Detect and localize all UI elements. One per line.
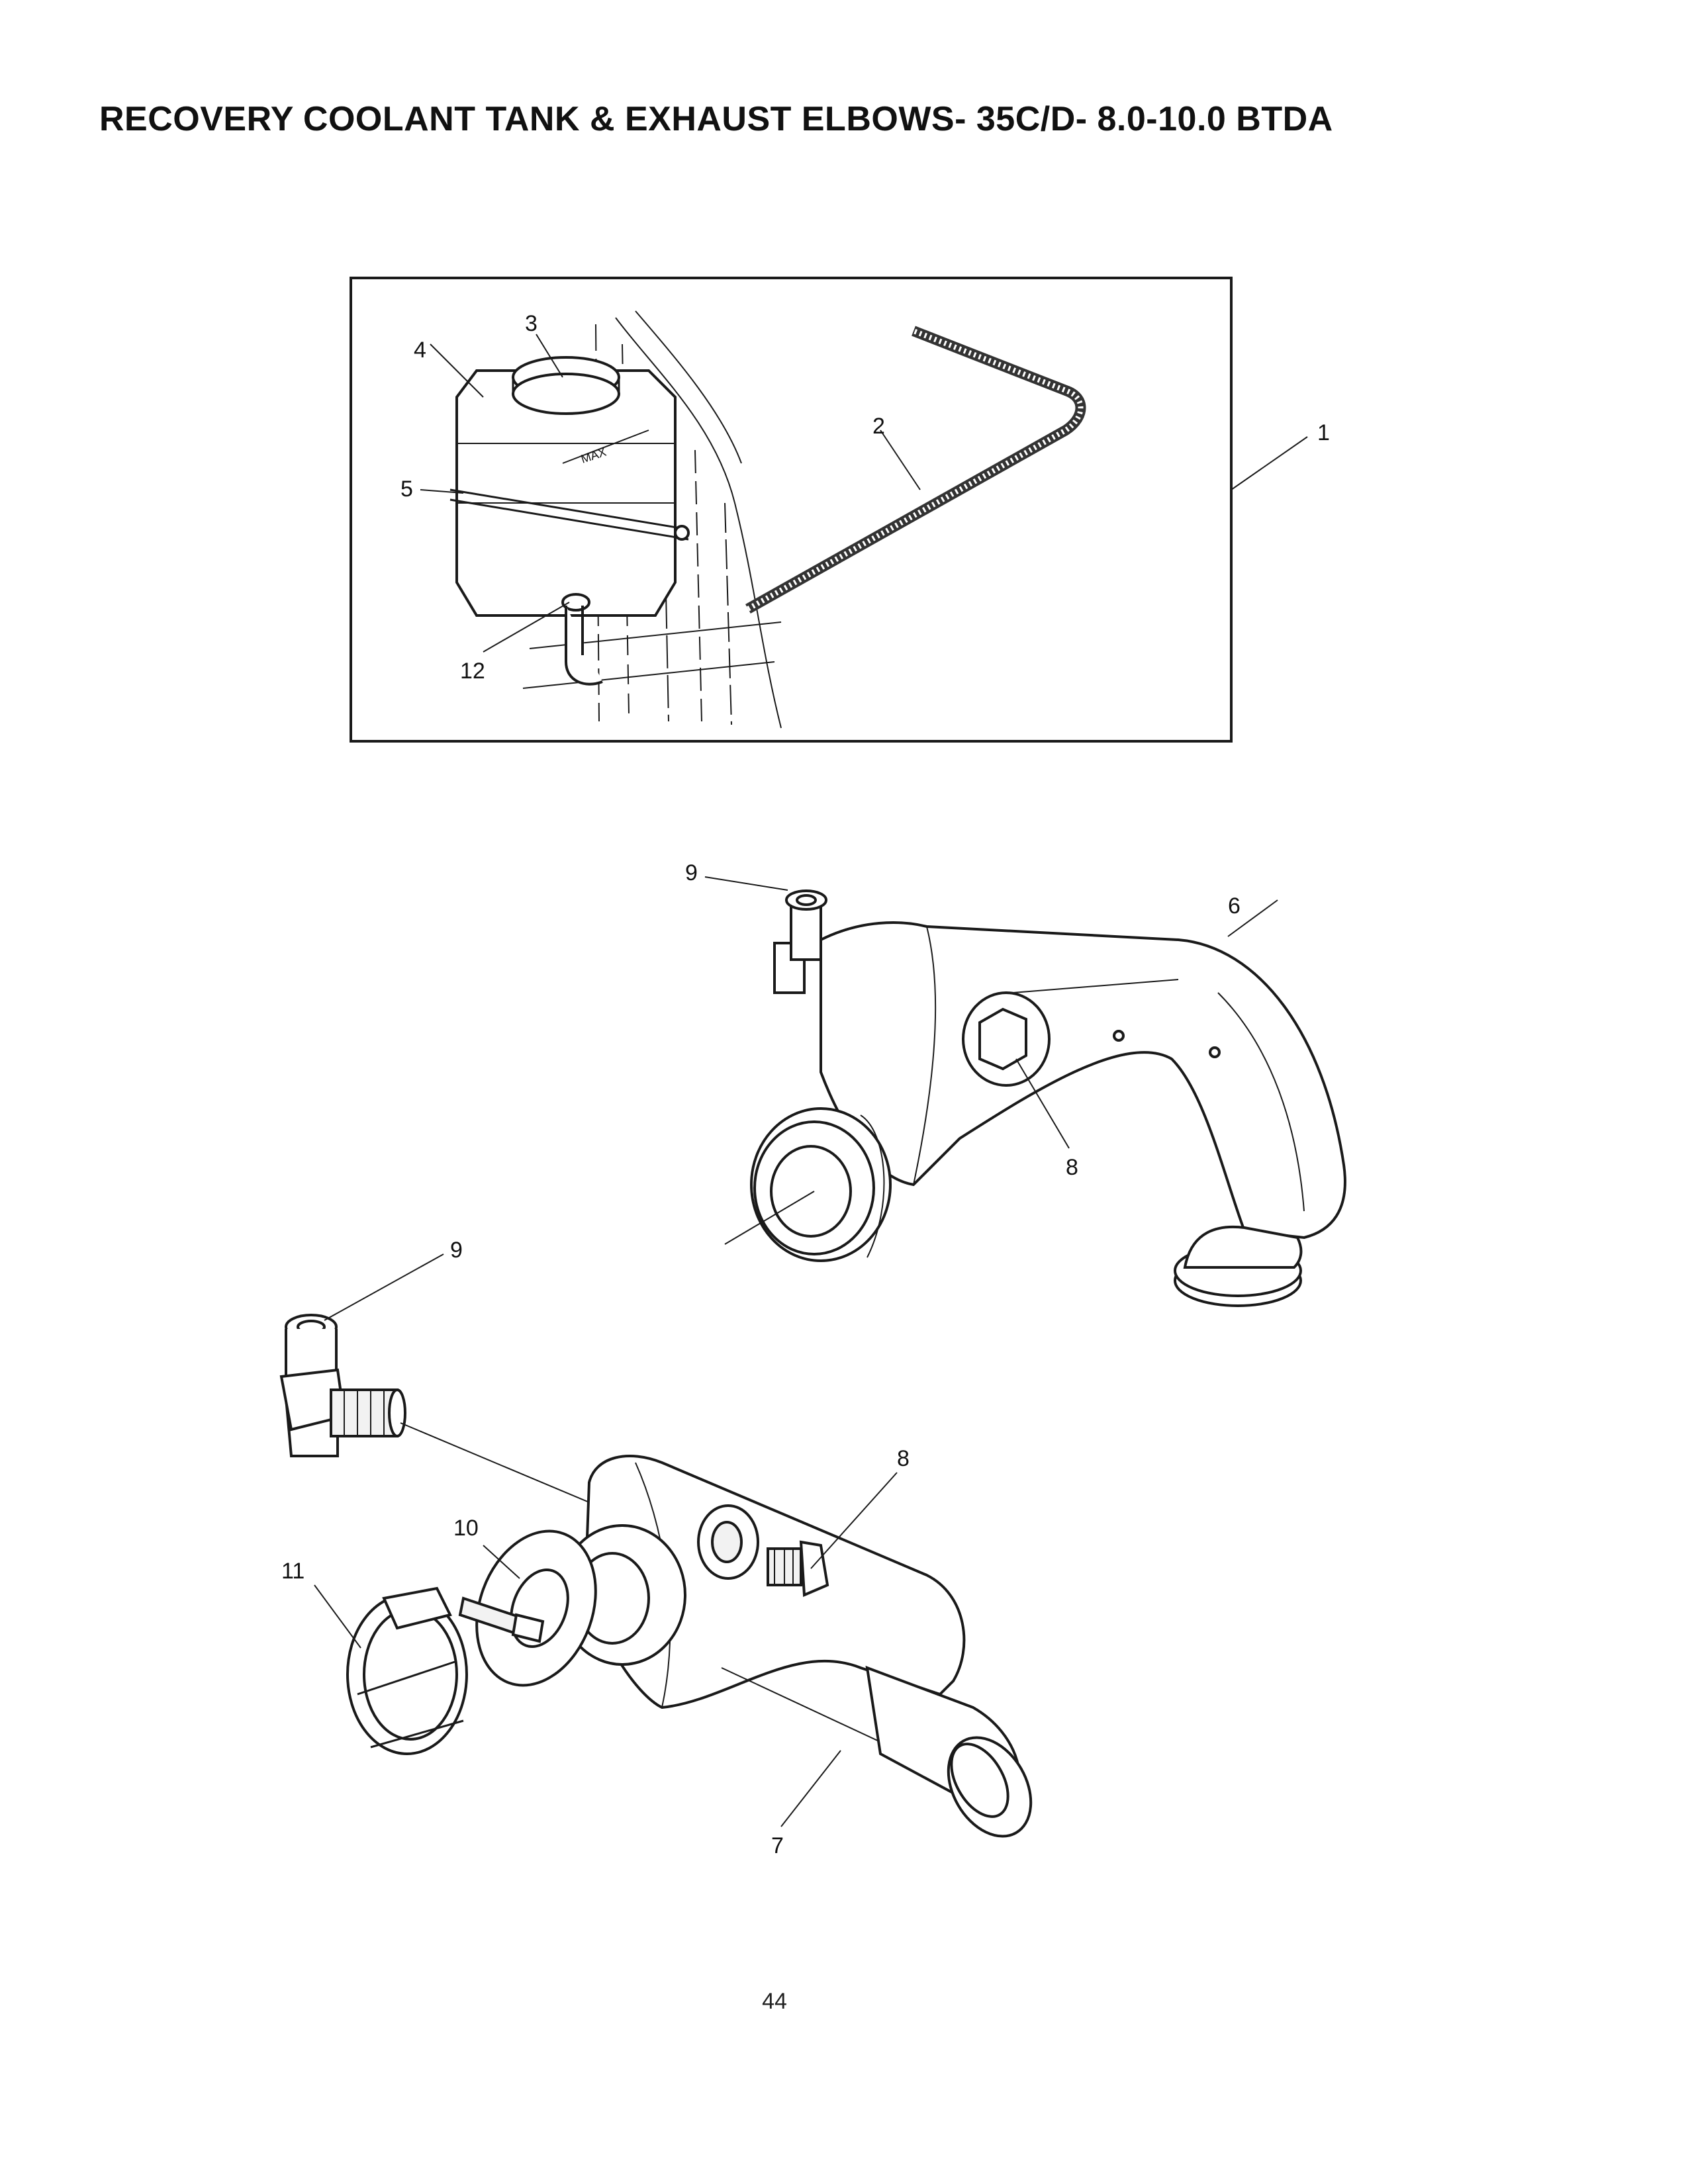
page-title: RECOVERY COOLANT TANK & EXHAUST ELBOWS- … [99, 100, 1333, 138]
assembly-line [400, 1422, 590, 1503]
callout-8-upper: 8 [1066, 1155, 1078, 1180]
callout-8-lower: 8 [897, 1446, 910, 1471]
exhaust-elbow-lower [279, 1314, 1033, 1838]
callout-4: 4 [414, 338, 426, 363]
leader-inlet [724, 1191, 815, 1245]
inset-frame [350, 277, 1233, 743]
tank-strap [449, 488, 690, 541]
exhaust-elbow-upper [750, 889, 1346, 1307]
leader-3 [536, 334, 563, 378]
callout-7: 7 [771, 1833, 784, 1858]
callout-2: 2 [872, 414, 885, 439]
leader-8-lower [810, 1472, 898, 1569]
callout-9-upper: 9 [685, 860, 698, 886]
callout-12: 12 [460, 659, 485, 684]
leader-9-upper [704, 876, 788, 891]
hose-fitting [561, 593, 603, 686]
leader-2 [880, 430, 921, 490]
callout-10: 10 [453, 1516, 479, 1541]
leader-6 [1227, 899, 1278, 937]
leader-12 [483, 602, 570, 653]
callout-3: 3 [525, 311, 538, 336]
gasket [475, 1529, 597, 1687]
page-number: 44 [762, 1989, 787, 2014]
leader-7 [780, 1750, 841, 1827]
callout-9-lower: 9 [450, 1238, 463, 1263]
leader-10 [483, 1545, 520, 1579]
overflow-tube [745, 326, 1086, 614]
leader-9-lower [324, 1253, 444, 1321]
callout-1: 1 [1317, 420, 1330, 445]
mounting-surface [522, 310, 782, 729]
leader-11 [314, 1584, 361, 1649]
leader-5 [420, 489, 464, 494]
leader-4 [430, 343, 484, 398]
callout-6: 6 [1228, 893, 1241, 919]
callout-11: 11 [281, 1559, 305, 1584]
elbow-fitting-lower [279, 1314, 406, 1457]
tank-assembly-inset: MAX [350, 277, 1308, 743]
leader-8-upper [1015, 1058, 1070, 1149]
filler-cap [512, 356, 620, 415]
v-band-clamp [346, 1586, 545, 1755]
plug-lower [767, 1540, 829, 1597]
callout-5: 5 [400, 477, 413, 502]
leader-1 [1231, 436, 1308, 490]
